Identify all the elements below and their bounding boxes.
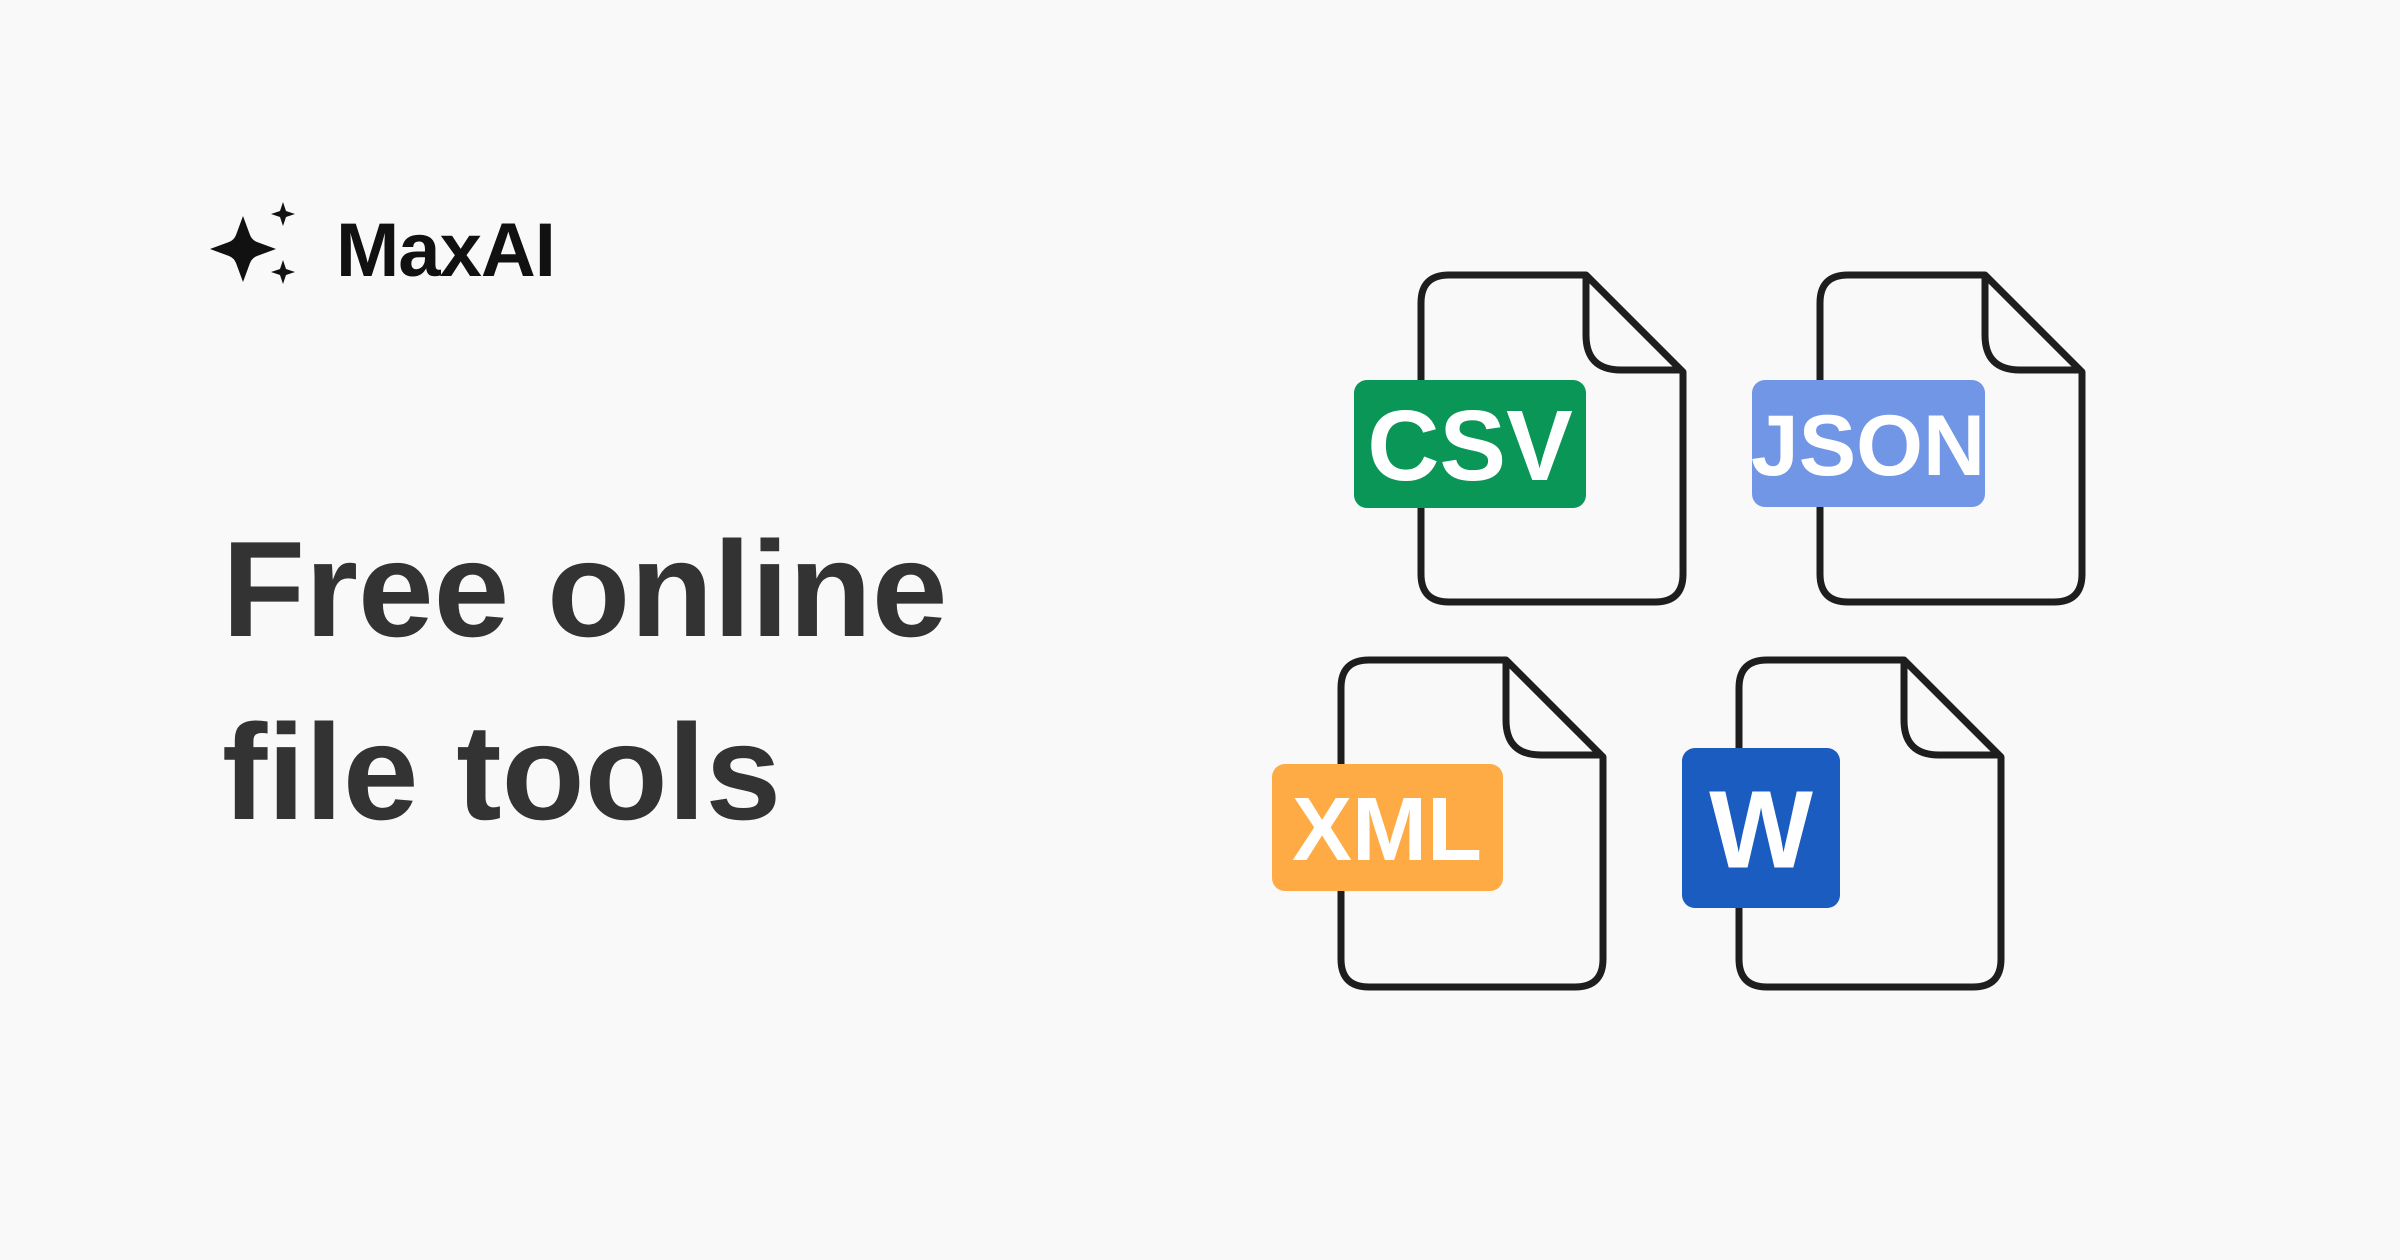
sparkles-icon <box>210 202 295 284</box>
title-line-2: file tools <box>222 696 782 848</box>
title-line-1: Free online <box>222 513 948 665</box>
brand-name: MaxAI <box>336 207 556 293</box>
csv-label: CSV <box>1367 390 1573 502</box>
xml-file-icon: XML <box>1272 660 1603 987</box>
json-badge <box>1752 380 1985 507</box>
brand-logo: MaxAI <box>210 200 556 300</box>
xml-label: XML <box>1292 780 1482 880</box>
word-file-icon: W <box>1682 660 2001 987</box>
json-file-icon: JSON <box>1751 275 2082 602</box>
csv-file-icon: CSV <box>1354 275 1683 602</box>
json-label: JSON <box>1751 398 1985 494</box>
word-badge <box>1682 748 1840 908</box>
word-label: W <box>1709 769 1813 892</box>
xml-badge <box>1272 764 1503 891</box>
csv-badge <box>1354 380 1586 508</box>
page-title: Free online file tools <box>222 498 948 864</box>
